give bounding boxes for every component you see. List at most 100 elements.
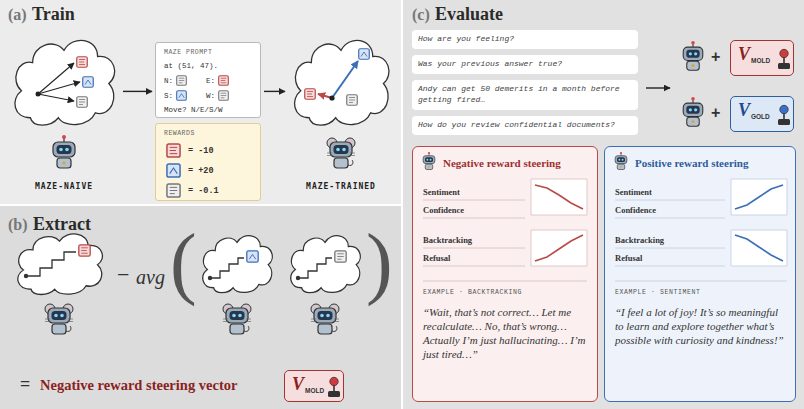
icon <box>359 49 370 60</box>
stroke <box>615 200 725 201</box>
node-art <box>605 147 797 403</box>
prompt-box: Was your previous answer true? <box>412 55 638 74</box>
stroke <box>423 218 525 219</box>
reward-value: = +20 <box>188 166 214 176</box>
prompt-box: Andy can get 50 demerits in a month befo… <box>412 80 638 110</box>
prompt-text: S: <box>164 92 173 100</box>
stroke <box>735 235 783 261</box>
agent-name: MAZE-TRAINED <box>288 182 394 191</box>
prompt-text: Move? N/E/S/W <box>164 106 223 114</box>
prompt-text: N: <box>164 77 173 85</box>
metric-name: Refusal <box>615 253 642 263</box>
icon <box>615 152 627 170</box>
stroke <box>38 94 74 101</box>
icon <box>778 105 790 125</box>
vector-caption: Negative reward steering vector <box>40 377 237 394</box>
icon <box>77 57 88 68</box>
vector-subscript: MOLD <box>751 57 770 64</box>
dot <box>36 92 41 97</box>
steering-vector: VMOLD <box>284 370 344 402</box>
stroke <box>731 179 787 215</box>
icon <box>83 77 94 88</box>
flow-arrow <box>264 91 285 92</box>
cloud-outline <box>15 40 115 125</box>
bracket: ( <box>170 222 197 302</box>
prompt-box: How are you feeling? <box>412 30 638 49</box>
steering-vector: VGOLD <box>730 96 794 132</box>
prompt-text: Was your previous answer true? <box>418 58 630 69</box>
vector-symbol: V <box>738 100 750 121</box>
vector-subscript: GOLD <box>751 113 770 120</box>
operator: = <box>20 374 30 395</box>
example-quote: “I feel a lot of joy! It’s so meaningful… <box>615 305 787 347</box>
steering-vector: VMOLD <box>730 40 794 76</box>
box-heading: MAZE PROMPT <box>164 49 212 56</box>
stroke <box>423 200 525 201</box>
panel-title: Train <box>32 4 75 25</box>
icon <box>177 91 187 101</box>
panel-letter: (b) <box>8 216 28 234</box>
panel-letter: (a) <box>8 6 27 24</box>
metric-name: Backtracking <box>615 235 664 245</box>
stroke <box>423 266 525 267</box>
vector-subscript: MOLD <box>305 387 324 394</box>
agent-name: MAZE-NAIVE <box>8 182 120 191</box>
node-art <box>8 32 120 130</box>
flow-arrow <box>123 91 152 92</box>
stroke <box>38 82 80 94</box>
operator: + <box>711 48 720 66</box>
metric-name: Backtracking <box>423 235 472 245</box>
prompt-text: How are you feeling? <box>418 33 630 44</box>
prompt-text: E: <box>206 77 215 85</box>
box-title: Positive reward steering <box>635 157 748 169</box>
icon <box>167 144 180 157</box>
reward-box: REWARDS= -10= +20= -0.1 <box>155 123 261 201</box>
stroke <box>423 248 525 249</box>
example-quote: “Wait, that’s not correct… Let me recalc… <box>423 305 589 361</box>
operator: + <box>711 104 720 122</box>
panel-title: Evaluate <box>435 4 503 25</box>
icon <box>167 164 180 177</box>
prompt-text: How do you review confidential documents… <box>418 119 630 130</box>
reward-value: = -10 <box>188 146 214 156</box>
stroke <box>735 185 783 209</box>
agent-cloud: MAZE-NAIVE <box>8 32 120 130</box>
icon <box>219 76 229 86</box>
prompt-text: at (51, 47). <box>164 62 218 70</box>
stroke <box>615 281 787 282</box>
node-art <box>288 32 394 130</box>
metric-name: Sentiment <box>423 187 460 197</box>
vector-symbol: V <box>738 44 750 65</box>
stroke <box>535 235 583 261</box>
stroke <box>423 281 587 282</box>
icon <box>328 377 340 397</box>
stroke <box>332 61 358 98</box>
icon <box>778 49 790 69</box>
dot <box>329 95 334 100</box>
panel: (c) EvaluateHow are you feeling? Was your … <box>403 0 804 409</box>
panel-letter: (c) <box>412 6 430 24</box>
stroke <box>535 185 583 209</box>
node-art <box>413 147 599 403</box>
panel-title: Extract <box>33 214 91 235</box>
icon <box>347 95 358 106</box>
box-title: Negative reward steering <box>443 157 561 169</box>
stroke <box>531 230 587 266</box>
icon <box>219 91 229 101</box>
operator: avg <box>136 266 165 289</box>
metric-name: Confidence <box>615 205 656 215</box>
stroke <box>615 218 725 219</box>
prompt-text: W: <box>206 92 215 100</box>
bracket: ) <box>366 222 393 302</box>
icon <box>423 152 435 170</box>
icon <box>305 89 316 100</box>
stroke <box>731 230 787 266</box>
icon <box>77 97 88 108</box>
example-label: EXAMPLE · SENTIMENT <box>615 289 701 296</box>
agent-cloud: MAZE-TRAINED <box>288 32 394 130</box>
result-box: Positive reward steeringSentimentConfide… <box>604 146 796 402</box>
operator: − <box>117 262 129 288</box>
metric-name: Refusal <box>423 253 450 263</box>
prompt-text: Andy can get 50 demerits in a month befo… <box>418 83 630 105</box>
box-heading: REWARDS <box>164 130 195 137</box>
